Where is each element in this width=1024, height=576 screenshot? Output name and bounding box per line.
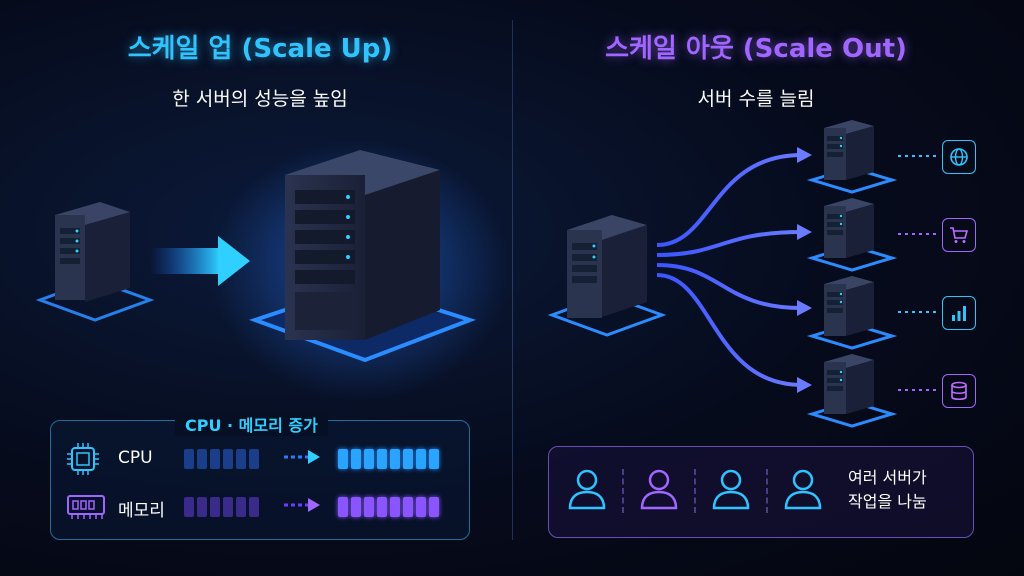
target-server-icon [806,120,898,194]
cpu-block [197,449,207,469]
cpu-block [338,449,348,469]
cpu-block [390,449,400,469]
memory-block [364,497,374,517]
cpu-before-bar [184,449,259,469]
memory-block [197,497,207,517]
cpu-block [429,449,439,469]
memory-block [403,497,413,517]
memory-block [223,497,233,517]
small-server-icon [35,202,155,322]
cart-icon [942,218,976,252]
database-icon [942,374,976,408]
big-server-icon [248,150,477,363]
scale-out-illustration [547,120,898,428]
user-icon [710,466,752,516]
memory-block [416,497,426,517]
cpu-block [184,449,194,469]
memory-block [184,497,194,517]
user-icon [566,466,608,516]
memory-before-bar [184,497,259,517]
target-server-icon [806,276,898,350]
memory-arrow-icon [284,495,320,520]
scale-up-illustration [35,140,510,400]
service-connectors [898,155,940,391]
cpu-block [416,449,426,469]
memory-block [338,497,348,517]
work-share-line2: 작업을 나눔 [848,492,927,511]
cpu-after-bar [338,449,439,469]
target-server-icon [806,354,898,428]
users-row [566,466,824,516]
distribution-arrows [656,153,803,387]
target-server-icon [806,198,898,272]
memory-block [390,497,400,517]
globe-icon [942,140,976,174]
cpu-block [236,449,246,469]
user-separator [622,469,624,513]
resource-increase-title: CPU · 메모리 증가 [175,412,328,436]
cpu-block [364,449,374,469]
cpu-arrow-icon [284,447,320,472]
user-icon [638,466,680,516]
memory-block [377,497,387,517]
memory-chip-icon [66,492,106,526]
memory-block [236,497,246,517]
resource-increase-panel [50,420,470,540]
source-server-icon [547,215,667,337]
cpu-block [377,449,387,469]
work-share-text: 여러 서버가 작업을 나눔 [848,466,927,514]
memory-block [351,497,361,517]
work-share-line1: 여러 서버가 [848,468,927,487]
memory-block [429,497,439,517]
cpu-label: CPU [118,448,153,468]
bar-chart-icon [942,296,976,330]
center-divider [512,20,513,540]
scale-out-title: 스케일 아웃 (Scale Out) [605,34,907,64]
cpu-block [249,449,259,469]
scale-up-subtitle: 한 서버의 성능을 높임 [172,88,348,110]
cpu-chip-icon [66,442,100,480]
memory-after-bar [338,497,439,517]
user-icon [782,466,824,516]
cpu-block [403,449,413,469]
cpu-block [210,449,220,469]
user-separator [766,469,768,513]
user-separator [694,469,696,513]
scale-up-arrow-icon [150,236,250,286]
memory-block [210,497,220,517]
cpu-block [351,449,361,469]
users-panel [548,446,974,538]
memory-label: 메모리 [118,501,165,521]
cpu-block [223,449,233,469]
scale-up-title: 스케일 업 (Scale Up) [127,34,393,64]
scale-out-subtitle: 서버 수를 늘림 [697,88,815,110]
memory-block [249,497,259,517]
